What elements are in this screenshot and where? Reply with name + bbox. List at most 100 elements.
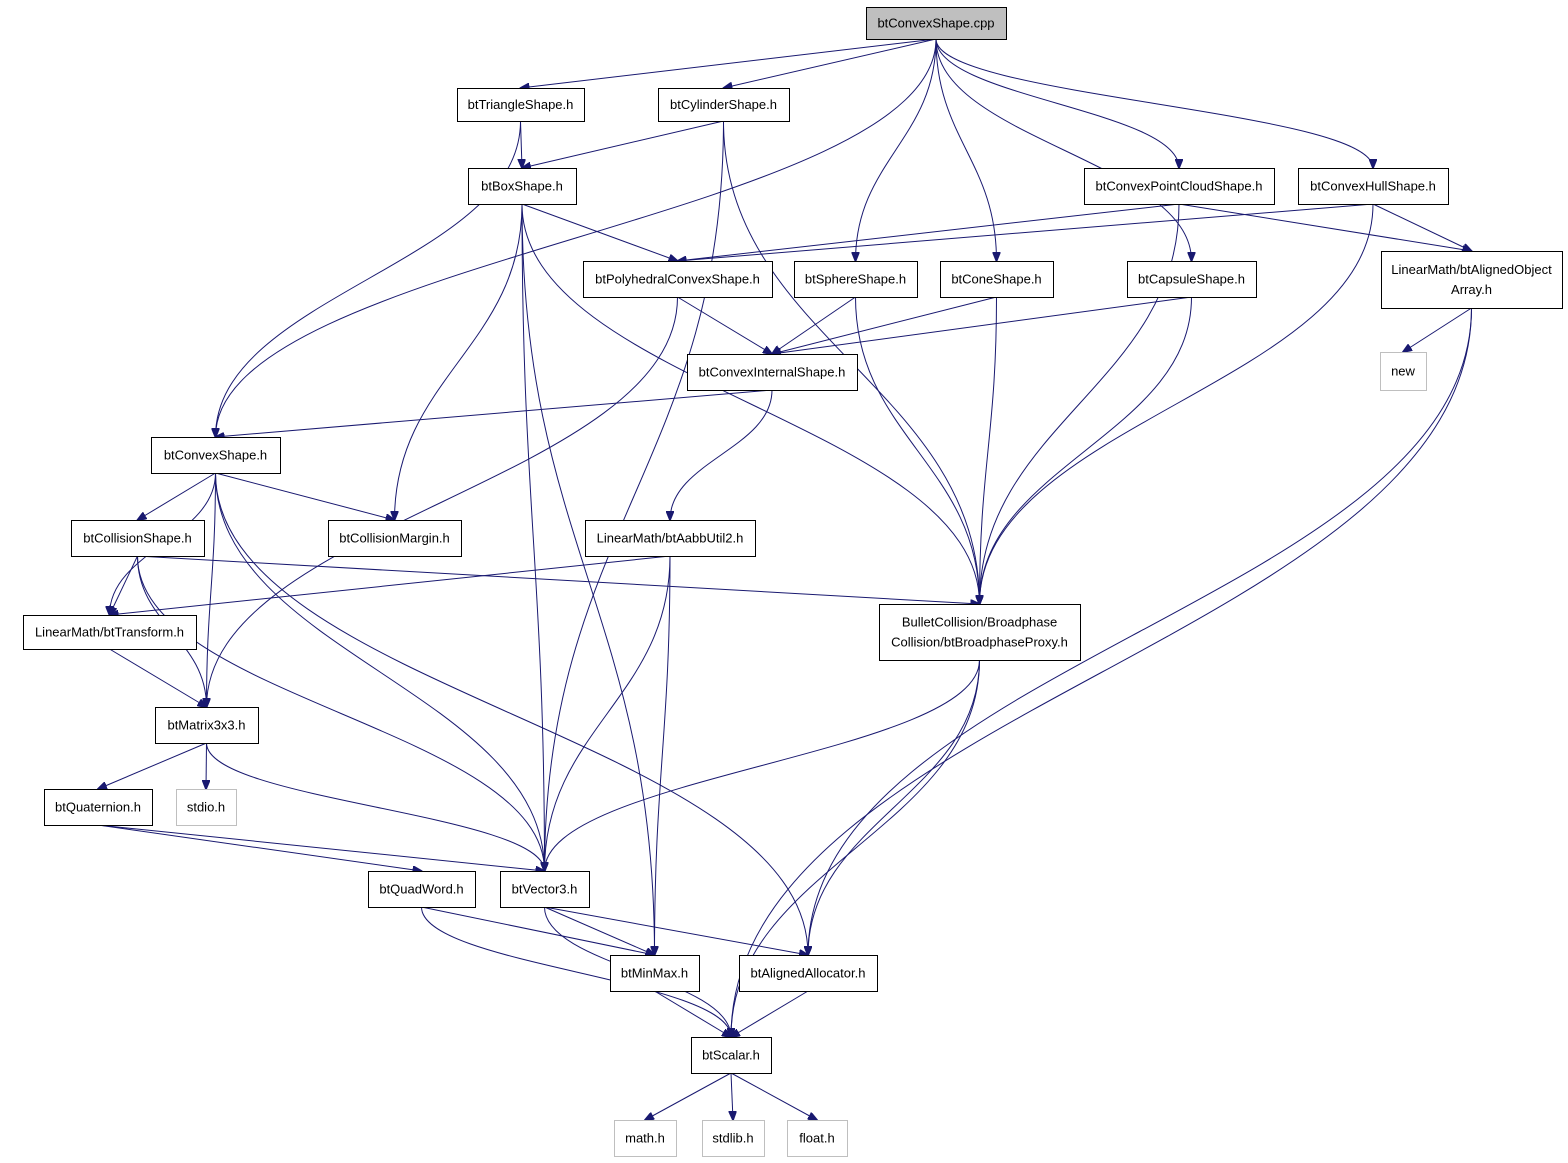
- edge-cone-to-internal: [772, 296, 997, 354]
- edge-collision-to-vector: [137, 555, 545, 871]
- node-label: btCollisionMargin.h: [339, 531, 450, 546]
- edge-capsule-to-internal: [772, 296, 1192, 354]
- edge-aarray-to-new: [1403, 307, 1472, 352]
- node-label: Collision/btBroadphaseProxy.h: [891, 635, 1068, 650]
- node-box: [940, 261, 1054, 298]
- edge-matrix-to-quat: [98, 742, 207, 789]
- node-box: [702, 1120, 765, 1157]
- node-box: [614, 1120, 677, 1157]
- edge-root-to-sphere: [856, 38, 937, 261]
- edge-pcloud-to-aarray: [1178, 203, 1472, 251]
- edge-poly-to-internal: [677, 296, 773, 354]
- edge-quadword-to-scalar: [421, 906, 732, 1037]
- edge-scalar-to-float: [730, 1072, 817, 1120]
- node-box: [328, 520, 462, 557]
- node-btboxshape-h[interactable]: btBoxShape.h: [468, 168, 577, 205]
- node-label: btPolyhedralConvexShape.h: [595, 272, 760, 287]
- node-label: btCollisionShape.h: [83, 531, 191, 546]
- node-label: btConeShape.h: [951, 272, 1041, 287]
- node-label: btMinMax.h: [621, 966, 688, 981]
- node-btscalar-h[interactable]: btScalar.h: [691, 1037, 772, 1074]
- node-btcollisionshape-h[interactable]: btCollisionShape.h: [71, 520, 205, 557]
- edge-collision-to-proxy: [137, 555, 980, 604]
- node-box: [457, 88, 585, 122]
- node-btvector3-h[interactable]: btVector3.h: [500, 871, 590, 908]
- node-btconvexhullshape-h[interactable]: btConvexHullShape.h: [1298, 168, 1449, 205]
- edge-convex-to-margin: [215, 472, 395, 520]
- edge-hull-to-proxy: [980, 203, 1374, 604]
- node-box: [44, 789, 153, 826]
- node-btcollisionmargin-h[interactable]: btCollisionMargin.h: [328, 520, 462, 557]
- node-label: btCylinderShape.h: [670, 97, 777, 112]
- node-btconvexshape-cpp[interactable]: btConvexShape.cpp: [866, 7, 1007, 40]
- edge-tri-to-box: [521, 120, 523, 168]
- node-box: [583, 261, 773, 298]
- node-label: float.h: [799, 1131, 834, 1146]
- node-box: [1380, 352, 1427, 391]
- node-label: new: [1391, 364, 1415, 379]
- node-box: [739, 955, 878, 992]
- node-box: [71, 520, 205, 557]
- edge-cone-to-proxy: [980, 296, 997, 604]
- node-btalignedallocator-h[interactable]: btAlignedAllocator.h: [739, 955, 878, 992]
- node-bttriangleshape-h[interactable]: btTriangleShape.h: [457, 88, 585, 122]
- edge-hull-to-aarray: [1372, 203, 1472, 251]
- node-btminmax-h[interactable]: btMinMax.h: [610, 955, 700, 992]
- edge-transform-to-matrix: [109, 648, 207, 707]
- node-stdlib-h: stdlib.h: [702, 1120, 765, 1157]
- node-label: btConvexHullShape.h: [1310, 179, 1436, 194]
- node-label: stdlib.h: [712, 1131, 753, 1146]
- node-box: [1381, 251, 1563, 309]
- node-box: [687, 354, 858, 391]
- node-label: btConvexPointCloudShape.h: [1096, 179, 1263, 194]
- node-box: [23, 615, 197, 650]
- node-box: [468, 168, 577, 205]
- edge-box-to-vector: [521, 203, 545, 871]
- node-bulletcollision-broadphase-collision-btbroadphaseproxy-h[interactable]: BulletCollision/BroadphaseCollision/btBr…: [879, 604, 1081, 661]
- node-box: [866, 7, 1007, 40]
- node-btconvexshape-h[interactable]: btConvexShape.h: [151, 437, 281, 474]
- edge-pcloud-to-poly: [678, 203, 1180, 261]
- node-box: [658, 88, 790, 122]
- edge-internal-to-convex: [216, 389, 773, 437]
- edge-root-to-tri: [521, 38, 937, 88]
- node-label: LinearMath/btTransform.h: [35, 625, 184, 640]
- edge-quat-to-quadword: [97, 824, 422, 871]
- node-label: btAlignedAllocator.h: [751, 966, 866, 981]
- node-btconvexpointcloudshape-h[interactable]: btConvexPointCloudShape.h: [1084, 168, 1275, 205]
- node-linearmath-btaabbutil2-h[interactable]: LinearMath/btAabbUtil2.h: [585, 520, 756, 557]
- edge-box-to-margin: [395, 203, 523, 520]
- node-linearmath-bttransform-h[interactable]: LinearMath/btTransform.h: [23, 615, 197, 650]
- node-label: btCapsuleShape.h: [1138, 272, 1245, 287]
- node-box: [585, 520, 756, 557]
- edge-root-to-hull: [935, 38, 1373, 168]
- edge-capsule-to-proxy: [980, 296, 1192, 604]
- node-btpolyhedralconvexshape-h[interactable]: btPolyhedralConvexShape.h: [583, 261, 773, 298]
- edge-root-to-pcloud: [935, 38, 1179, 168]
- node-btconeshape-h[interactable]: btConeShape.h: [940, 261, 1054, 298]
- edge-cyl-to-vector: [545, 120, 724, 871]
- node-btconvexinternalshape-h[interactable]: btConvexInternalShape.h: [687, 354, 858, 391]
- edge-vector-to-minmax: [544, 906, 655, 955]
- edge-box-to-proxy: [521, 203, 980, 604]
- node-float-h: float.h: [787, 1120, 848, 1157]
- node-label: LinearMath/btAlignedObject: [1391, 262, 1552, 277]
- edge-quat-to-vector: [97, 824, 545, 871]
- edge-root-to-convex: [216, 38, 937, 437]
- edge-alloc-to-scalar: [731, 990, 809, 1037]
- edge-minmax-to-scalar: [654, 990, 732, 1037]
- node-label: math.h: [625, 1131, 665, 1146]
- node-btmatrix3x3-h[interactable]: btMatrix3x3.h: [155, 707, 259, 744]
- node-btcapsuleshape-h[interactable]: btCapsuleShape.h: [1127, 261, 1257, 298]
- edge-hull-to-poly: [678, 203, 1374, 261]
- node-btquadword-h[interactable]: btQuadWord.h: [368, 871, 476, 908]
- node-btsphereshape-h[interactable]: btSphereShape.h: [794, 261, 918, 298]
- edge-poly-to-matrix: [207, 296, 678, 707]
- nodes-layer: btConvexShape.cpp btTriangleShape.h btCyli…: [23, 7, 1563, 1157]
- node-btcylindershape-h[interactable]: btCylinderShape.h: [658, 88, 790, 122]
- edge-scalar-to-math: [645, 1072, 732, 1120]
- node-label: btVector3.h: [512, 882, 578, 897]
- node-btquaternion-h[interactable]: btQuaternion.h: [44, 789, 153, 826]
